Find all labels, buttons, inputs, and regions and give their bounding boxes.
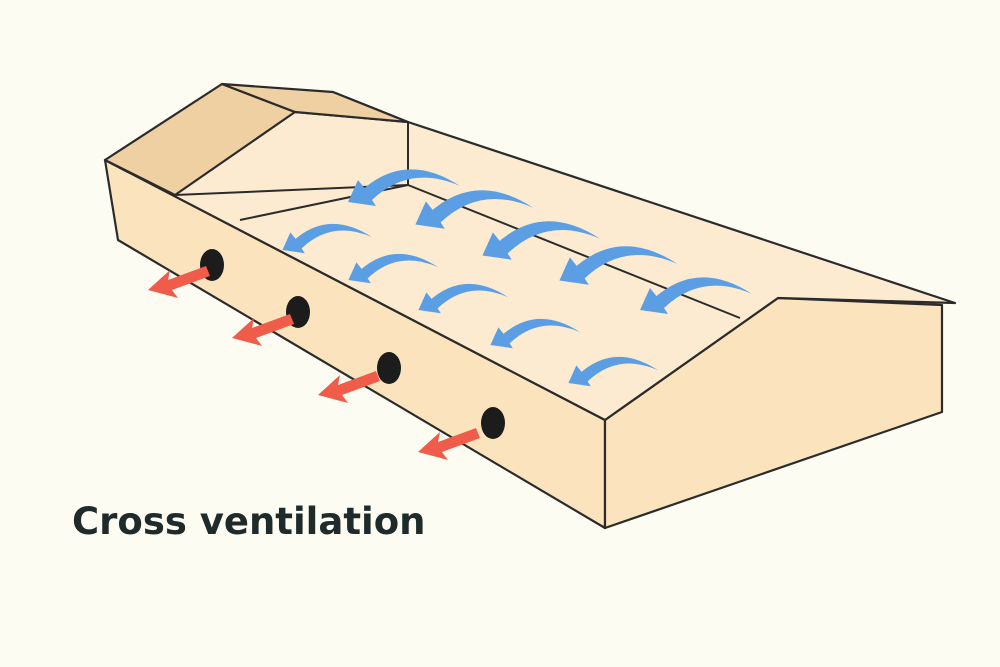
- barn-building: [103, 82, 957, 530]
- roof-long-line: [407, 184, 741, 319]
- roof-eave-line: [332, 91, 409, 123]
- diagram-caption: Cross ventilation: [72, 500, 426, 543]
- vent-hole-icon: [377, 352, 401, 384]
- vent-hole-icon: [481, 407, 505, 439]
